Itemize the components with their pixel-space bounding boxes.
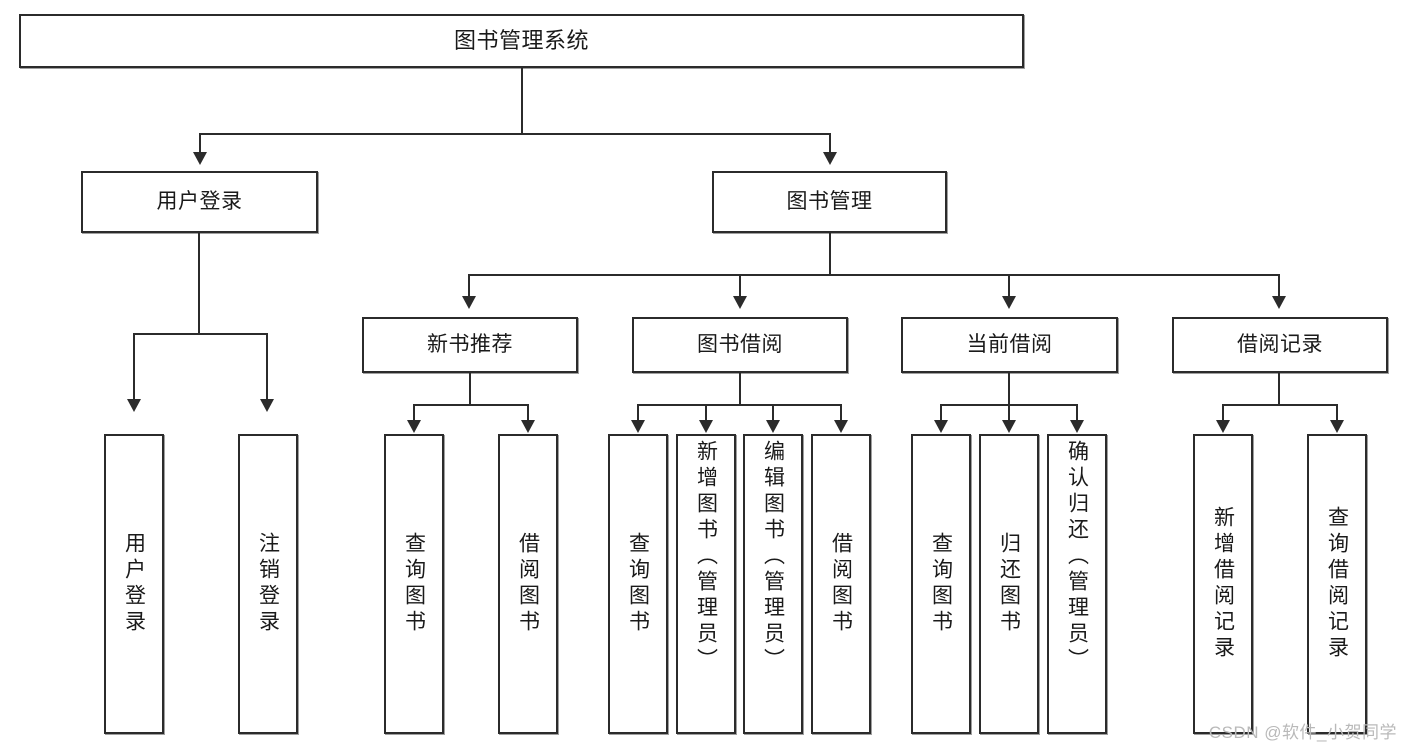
node-borrow-record[interactable]: 借阅记录 — [1172, 317, 1388, 373]
connector-book-borrow-bus — [637, 404, 842, 406]
connector-bm-drop-new-book — [468, 274, 470, 298]
connector-user-login-drop-2 — [266, 333, 268, 401]
connector-book-borrow-drop-2 — [705, 404, 707, 422]
leaf-current-borrow-query-books[interactable]: 查询图书 — [911, 434, 971, 734]
connector-root-bus — [199, 133, 831, 135]
connector-book-management-stem — [829, 233, 831, 275]
connector-current-borrow-stem — [1008, 373, 1010, 405]
leaf-borrow-record-query-record[interactable]: 查询借阅记录 — [1307, 434, 1367, 734]
arrowhead-root-to-user-login — [193, 152, 207, 165]
node-label: 图书管理系统 — [453, 27, 589, 53]
node-label: 确认归还（管理员） — [1065, 440, 1089, 674]
node-label: 借阅图书 — [516, 532, 540, 636]
node-label: 新书推荐 — [427, 333, 513, 357]
arrowhead-new-book-leaf-2 — [521, 420, 535, 433]
leaf-new-book-borrow-books[interactable]: 借阅图书 — [498, 434, 558, 734]
node-label: 编辑图书（管理员） — [761, 440, 785, 674]
arrowhead-current-borrow-leaf-3 — [1070, 420, 1084, 433]
node-user-login[interactable]: 用户登录 — [81, 171, 318, 233]
connector-borrow-record-drop-1 — [1222, 404, 1224, 422]
arrowhead-bm-to-borrow-record — [1272, 296, 1286, 309]
leaf-user-login-logout[interactable]: 注销登录 — [238, 434, 298, 734]
node-label: 图书借阅 — [697, 333, 783, 357]
csdn-watermark: CSDN @软件_小贺同学 — [1208, 723, 1397, 742]
node-label: 注销登录 — [256, 532, 280, 636]
arrowhead-borrow-record-leaf-1 — [1216, 420, 1230, 433]
connector-new-book-drop-2 — [527, 404, 529, 422]
leaf-current-borrow-return-books[interactable]: 归还图书 — [979, 434, 1039, 734]
node-label: 借阅图书 — [829, 532, 853, 636]
arrowhead-current-borrow-leaf-1 — [934, 420, 948, 433]
connector-root-stem — [521, 68, 523, 134]
connector-book-borrow-drop-4 — [840, 404, 842, 422]
leaf-user-login-login[interactable]: 用户登录 — [104, 434, 164, 734]
arrowhead-user-login-leaf-1 — [127, 399, 141, 412]
node-label: 查询图书 — [402, 532, 426, 636]
arrowhead-user-login-leaf-2 — [260, 399, 274, 412]
node-label: 归还图书 — [997, 532, 1021, 636]
leaf-current-borrow-confirm-return-admin[interactable]: 确认归还（管理员） — [1047, 434, 1107, 734]
node-label: 查询图书 — [929, 532, 953, 636]
arrowhead-book-borrow-leaf-2 — [699, 420, 713, 433]
node-label: 当前借阅 — [966, 333, 1053, 357]
connector-current-borrow-drop-2 — [1008, 404, 1010, 422]
connector-book-borrow-stem — [739, 373, 741, 405]
node-book-management[interactable]: 图书管理 — [712, 171, 947, 233]
connector-user-login-bus — [133, 333, 267, 335]
connector-current-borrow-drop-1 — [940, 404, 942, 422]
connector-new-book-stem — [469, 373, 471, 405]
connector-new-book-bus — [413, 404, 529, 406]
node-label: 查询图书 — [626, 532, 650, 636]
connector-bm-drop-borrow-record — [1278, 274, 1280, 298]
node-label: 新增借阅记录 — [1211, 506, 1235, 662]
connector-current-borrow-drop-3 — [1076, 404, 1078, 422]
connector-bm-drop-current-borrow — [1008, 274, 1010, 298]
node-label: 用户登录 — [156, 190, 243, 214]
node-label: 查询借阅记录 — [1325, 506, 1349, 662]
node-label: 用户登录 — [122, 532, 146, 636]
connector-root-to-user-login — [199, 133, 201, 155]
node-book-borrow[interactable]: 图书借阅 — [632, 317, 848, 373]
node-label: 新增图书（管理员） — [694, 440, 718, 674]
connector-borrow-record-drop-2 — [1336, 404, 1338, 422]
connector-borrow-record-bus — [1222, 404, 1338, 406]
arrowhead-bm-to-book-borrow — [733, 296, 747, 309]
connector-user-login-stem — [198, 233, 200, 334]
leaf-new-book-query-books[interactable]: 查询图书 — [384, 434, 444, 734]
arrowhead-new-book-leaf-1 — [407, 420, 421, 433]
leaf-book-borrow-add-book-admin[interactable]: 新增图书（管理员） — [676, 434, 736, 734]
node-root-book-management-system[interactable]: 图书管理系统 — [19, 14, 1024, 68]
arrowhead-root-to-book-management — [823, 152, 837, 165]
node-label: 图书管理 — [786, 190, 873, 214]
connector-root-to-book-management — [829, 133, 831, 155]
connector-book-borrow-drop-1 — [637, 404, 639, 422]
leaf-book-borrow-query-books[interactable]: 查询图书 — [608, 434, 668, 734]
connector-bm-drop-book-borrow — [739, 274, 741, 298]
connector-book-borrow-drop-3 — [772, 404, 774, 422]
arrowhead-book-borrow-leaf-4 — [834, 420, 848, 433]
connector-borrow-record-stem — [1278, 373, 1280, 405]
leaf-borrow-record-add-record[interactable]: 新增借阅记录 — [1193, 434, 1253, 734]
arrowhead-book-borrow-leaf-1 — [631, 420, 645, 433]
node-current-borrow[interactable]: 当前借阅 — [901, 317, 1118, 373]
leaf-book-borrow-borrow-books[interactable]: 借阅图书 — [811, 434, 871, 734]
leaf-book-borrow-edit-book-admin[interactable]: 编辑图书（管理员） — [743, 434, 803, 734]
connector-book-management-bus — [468, 274, 1280, 276]
connector-user-login-drop-1 — [133, 333, 135, 401]
arrowhead-bm-to-new-book-recommend — [462, 296, 476, 309]
arrowhead-book-borrow-leaf-3 — [766, 420, 780, 433]
arrowhead-borrow-record-leaf-2 — [1330, 420, 1344, 433]
node-label: 借阅记录 — [1237, 333, 1323, 357]
node-new-book-recommend[interactable]: 新书推荐 — [362, 317, 578, 373]
arrowhead-bm-to-current-borrow — [1002, 296, 1016, 309]
arrowhead-current-borrow-leaf-2 — [1002, 420, 1016, 433]
connector-new-book-drop-1 — [413, 404, 415, 422]
